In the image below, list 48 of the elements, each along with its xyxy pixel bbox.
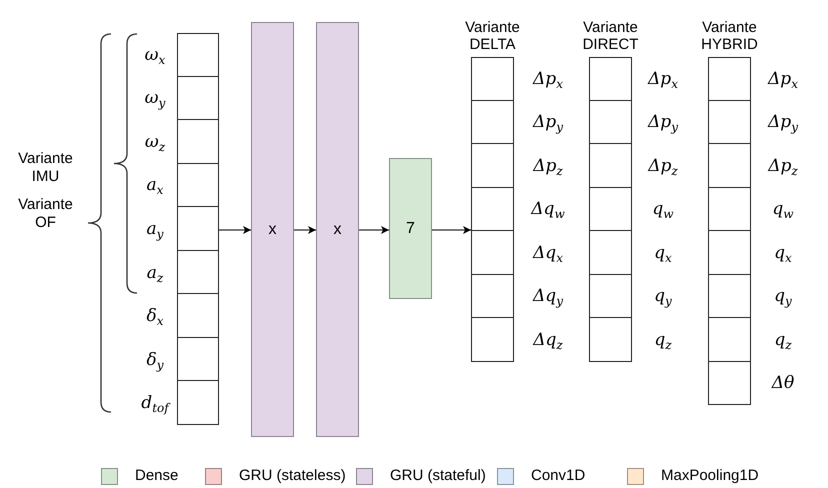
variable-label: Δq$_{z}$ <box>533 330 563 350</box>
variable-label: Δp$_{y}$ <box>533 112 563 132</box>
variant-label: Variante IMU <box>17 150 74 186</box>
variable-label: Δθ <box>772 373 794 394</box>
variable-label: q$_{x}$ <box>654 242 672 263</box>
legend-label: GRU (stateless) <box>239 467 346 485</box>
variable-label: q$_{x}$ <box>774 242 792 263</box>
legend-label: Conv1D <box>531 467 586 485</box>
variable-label: q$_{z}$ <box>654 330 672 350</box>
layer-block: x <box>251 22 294 437</box>
variable-label: Δp$_{z}$ <box>533 156 563 176</box>
variable-label: Δq$_{x}$ <box>533 242 563 263</box>
variable-label: Δp$_{y}$ <box>648 112 678 132</box>
layer-block: 7 <box>389 158 432 299</box>
variable-label: δ$_{y}$ <box>146 350 164 370</box>
variable-label: ω$_{y}$ <box>144 88 166 108</box>
variable-label: q$_{w}$ <box>652 199 674 220</box>
variable-label: q$_{z}$ <box>774 330 792 350</box>
variable-label: ω$_{x}$ <box>144 44 166 65</box>
variable-label: d$_{tof}$ <box>141 393 169 414</box>
variable-label: Δp$_{x}$ <box>533 68 563 89</box>
variable-label: a$_{x}$ <box>146 175 164 196</box>
variable-label: Δp$_{z}$ <box>648 156 678 176</box>
variable-label: Δp$_{z}$ <box>768 156 798 176</box>
variable-label: Δq$_{w}$ <box>531 199 565 220</box>
arrow <box>219 226 251 234</box>
variant-label: Variante OF <box>17 196 74 232</box>
legend-label: GRU (stateful) <box>390 467 486 485</box>
legend-label: Dense <box>135 467 178 485</box>
variable-label: δ$_{x}$ <box>146 306 164 326</box>
column-heading: Variante DIRECT <box>582 19 640 53</box>
variable-label: q$_{w}$ <box>772 199 794 220</box>
variable-label: Δp$_{x}$ <box>768 68 798 89</box>
layer-block: x <box>316 22 359 437</box>
arrow <box>432 226 471 234</box>
arrow <box>294 226 316 234</box>
variable-label: q$_{y}$ <box>774 286 792 306</box>
variable-label: Δp$_{y}$ <box>768 112 798 132</box>
variable-label: q$_{y}$ <box>654 286 672 306</box>
column-heading: Variante HYBRID <box>700 19 759 53</box>
variable-label: Δq$_{y}$ <box>533 286 563 306</box>
variable-label: a$_{z}$ <box>146 262 164 283</box>
arrow <box>359 226 389 234</box>
column-heading: Variante DELTA <box>464 19 521 53</box>
variable-label: a$_{y}$ <box>146 218 164 239</box>
variable-label: ω$_{z}$ <box>144 132 166 152</box>
legend-label: MaxPooling1D <box>661 467 759 485</box>
variable-label: Δp$_{x}$ <box>648 68 678 89</box>
